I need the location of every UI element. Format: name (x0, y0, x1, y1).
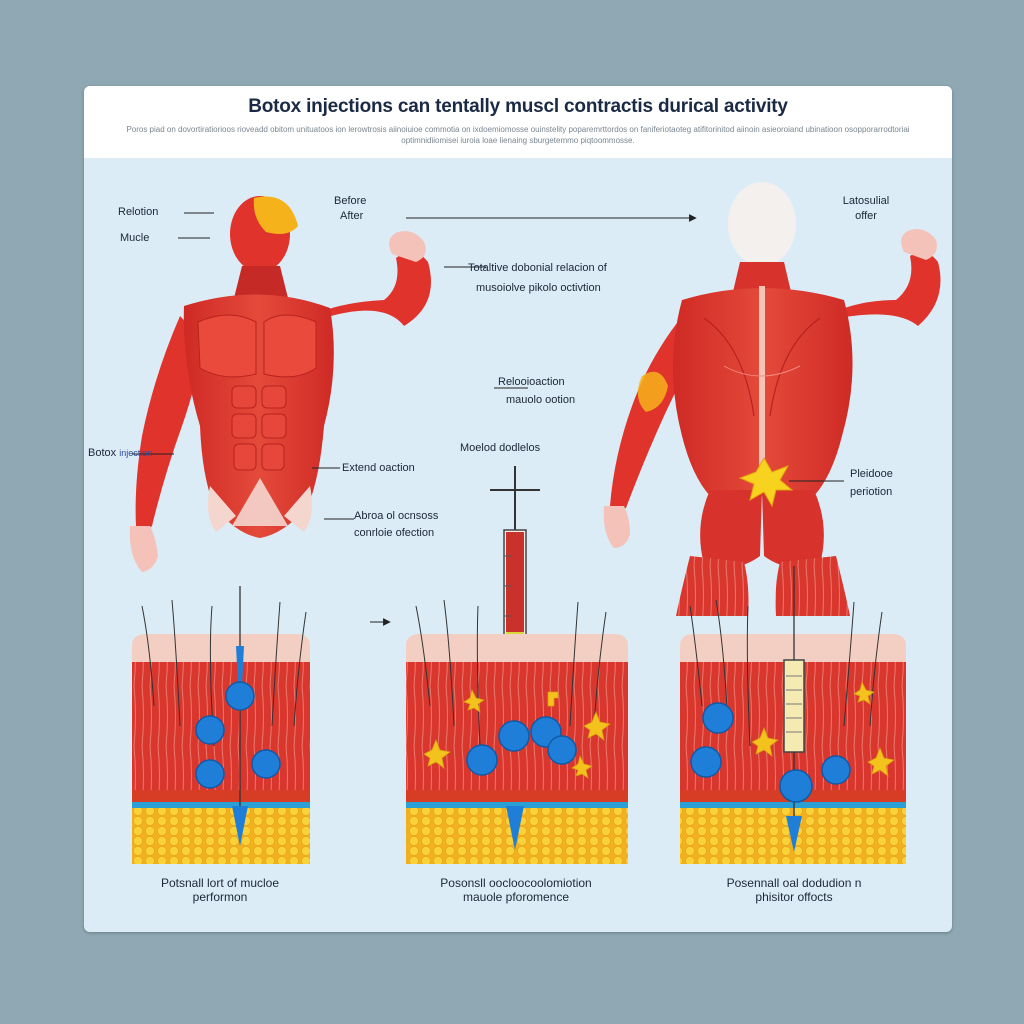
relaxation-highlight (637, 371, 668, 412)
back-raised-arm (834, 252, 941, 326)
caption-1: Potsnall lort of mucloe performon (100, 876, 340, 904)
label-model: Moelod dodlelos (460, 442, 541, 454)
front-body (129, 196, 431, 572)
label-lateral-line1: Latosulial (842, 195, 890, 207)
label-absence-line1: Abroa ol ocnsoss (354, 510, 439, 522)
label-botox: Botox (88, 447, 117, 459)
back-hand (603, 506, 630, 548)
caption-2: Posonsll oocloocoolomiotion mauole pforo… (396, 876, 636, 904)
tissue-panel-1 (132, 586, 310, 864)
label-extend: Extend oaction (342, 462, 415, 474)
diagram-card: Botox injections can tentally muscl cont… (84, 86, 952, 932)
back-head (728, 182, 796, 266)
label-reduction-line2: musoiolve pikolo octivtion (476, 282, 601, 294)
caption-1-line2: performon (192, 890, 248, 904)
caption-3-line1: Posennall oal dodudion n (726, 876, 862, 890)
tissue-panel-3 (680, 566, 906, 864)
label-muscle: Mucle (120, 232, 150, 244)
illustration (129, 182, 941, 864)
placebo-starburst (738, 456, 794, 508)
back-body (603, 182, 941, 616)
diagram-title: Botox injections can tentally muscl cont… (248, 96, 788, 117)
label-before: Before (334, 195, 367, 207)
back-fist (901, 229, 937, 260)
label-relation: Relotion (118, 206, 159, 218)
caption-2-line1: Posonsll oocloocoolomiotion (440, 876, 592, 890)
label-placebo-line1: Pleidooe (850, 468, 893, 480)
front-raised-arm (320, 251, 431, 326)
label-botox-suffix: injection (119, 448, 153, 458)
front-hand (129, 526, 158, 572)
label-reduction-line1: Totaltive dobonial relacion of (468, 262, 607, 274)
label-placebo-line2: periotion (850, 486, 893, 498)
caption-2-line2: mauole pforomence (462, 890, 570, 904)
tissue-panel-2 (406, 599, 628, 864)
brain-highlight (253, 196, 298, 234)
caption-1-line1: Potsnall lort of mucloe (160, 876, 280, 890)
label-after: After (340, 210, 364, 222)
header: Botox injections can tentally muscl cont… (84, 86, 952, 158)
caption-3: Posennall oal dodudion n phisitor offoct… (674, 876, 914, 904)
caption-3-line2: phisitor offocts (755, 890, 833, 904)
label-lateral-line2: offer (855, 210, 877, 222)
label-relax-line2: mauolo ootion (506, 394, 576, 406)
label-relax-line1: Relooioaction (498, 376, 565, 388)
diagram-subtitle: Poros piad on dovortiratiorioos rioveadd… (126, 125, 910, 145)
front-hanging-arm (135, 316, 204, 529)
label-botox-injection: Botox injection (88, 447, 152, 460)
label-absence-line2: conrloie ofection (354, 527, 435, 539)
front-fist (389, 231, 426, 262)
